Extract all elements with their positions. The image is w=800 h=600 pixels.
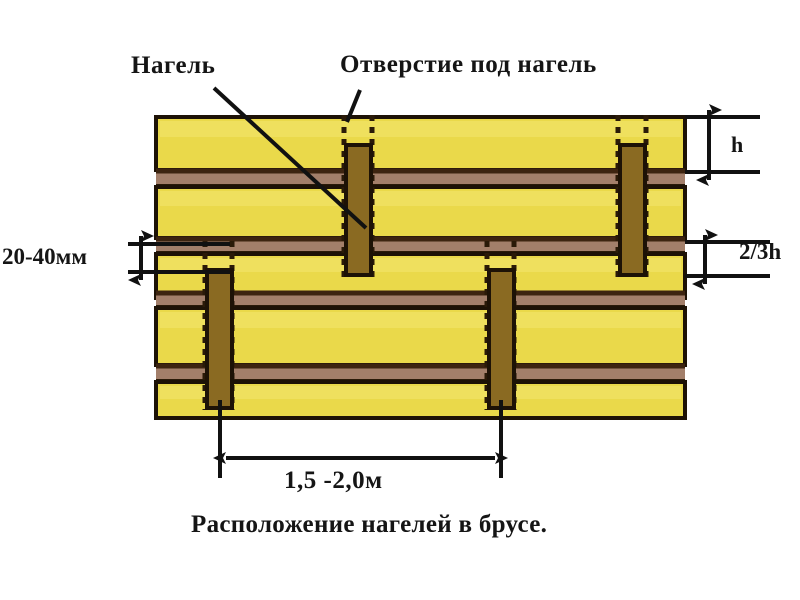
label-dowel: Нагель <box>131 52 216 79</box>
beam-row-5 <box>154 380 687 420</box>
figure-caption: Расположение нагелей в брусе. <box>191 511 548 538</box>
dimension-edge-offset <box>128 230 230 286</box>
beam-stack <box>154 115 687 420</box>
dowel-shaft <box>487 268 516 410</box>
dowel-shaft <box>344 143 373 277</box>
dowel-upper-mid <box>341 115 375 277</box>
leader-line-dowel <box>212 86 368 230</box>
dimension-beam-height <box>685 104 760 186</box>
dowel-lower-left <box>202 241 235 410</box>
label-dowel-depth: 2/3h <box>739 239 782 264</box>
label-dowel-spacing: 1,5 -2,0м <box>284 467 383 494</box>
label-beam-height: h <box>731 132 744 157</box>
dowel-upper-right <box>615 115 649 277</box>
leader-line-hole <box>345 89 362 123</box>
joint-strip-2 <box>156 236 685 255</box>
label-edge-offset: 20-40мм <box>2 244 87 269</box>
beam-row-2 <box>154 185 687 240</box>
dowel-shaft <box>205 268 234 410</box>
joint-strip-3 <box>156 290 685 309</box>
beam-row-4 <box>154 306 687 367</box>
dimension-dowel-depth <box>685 229 770 290</box>
dowel-shaft <box>618 143 647 277</box>
dimension-dowel-spacing <box>213 400 508 478</box>
label-dowel-hole: Отверстие под нагель <box>340 51 597 78</box>
beam-row-1 <box>154 115 687 172</box>
joint-strip-1 <box>156 168 685 188</box>
joint-strip-4 <box>156 363 685 383</box>
